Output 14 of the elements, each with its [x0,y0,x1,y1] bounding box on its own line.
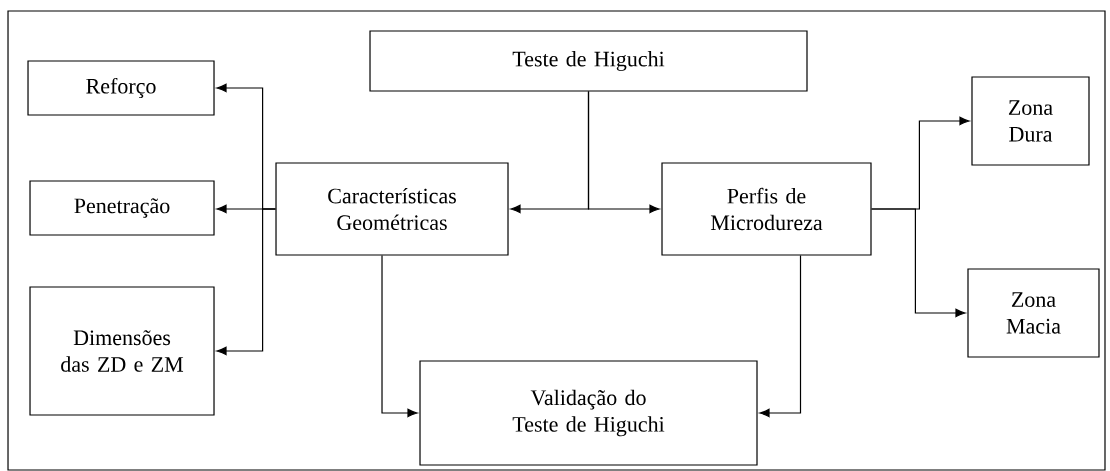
process-box: Características Geométricas [275,162,509,256]
arrow [871,208,966,318]
process-box: Perfis de Microdureza [661,162,872,256]
process-box: Teste de Higuchi [369,30,808,92]
process-box: Zona Macia [967,268,1100,358]
arrow [759,255,802,418]
arrow [587,91,660,214]
arrow [381,255,418,418]
arrow [216,208,276,356]
process-box: Dimensões das ZD e ZM [29,286,215,416]
process-box: Validação do Teste de Higuchi [419,360,758,466]
process-box: Zona Dura [971,76,1090,166]
process-box: Reforço [27,60,215,116]
process-box: Penetração [29,180,215,236]
